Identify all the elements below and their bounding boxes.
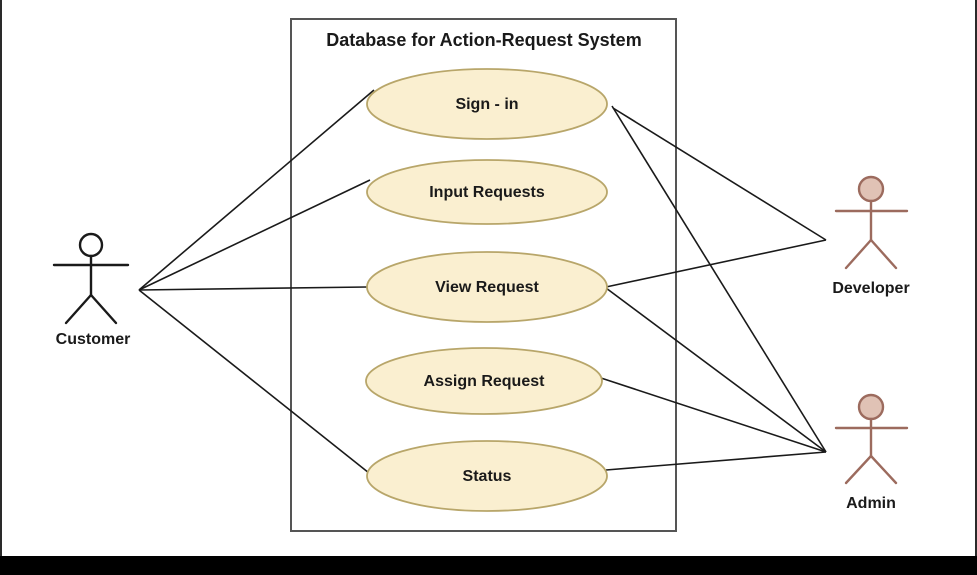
page-bottom-bar [0,556,977,575]
actor-stick-figure-icon [834,393,909,485]
system-boundary-title: Database for Action-Request System [326,30,641,50]
assoc-view-admin [605,287,827,453]
association-lines [138,89,827,474]
actor-developer[interactable]: Developer [832,175,910,297]
use-case-ellipse[interactable] [366,440,608,512]
use-case-label: View Request [435,279,539,296]
assoc-status-admin [605,451,827,471]
actor-leg-left [844,238,873,270]
use-case-input-requests[interactable]: Input Requests [366,159,608,225]
assoc-customer-view [138,286,368,291]
actor-leg-left [64,293,93,325]
actor-head-icon [78,232,104,258]
use-case-label: Assign Request [424,373,546,390]
use-case-label: Status [463,468,512,485]
actor-label: Customer [56,331,131,348]
assoc-customer-signin [138,89,375,291]
page-border-right [975,0,977,575]
actor-leg-left [844,454,873,485]
actor-label: Developer [832,280,909,297]
use-case-assign-request[interactable]: Assign Request [365,347,603,415]
use-case-status[interactable]: Status [366,440,608,512]
actor-leg-right [869,454,898,485]
use-case-signin[interactable]: Sign - in [366,68,608,140]
use-case-ellipse[interactable] [365,347,603,415]
assoc-assign-admin [600,377,827,453]
actor-leg-right [869,238,898,270]
assoc-customer-input [138,179,371,291]
use-case-ellipse[interactable] [366,159,608,225]
use-case-label: Input Requests [429,184,545,201]
actor-label: Admin [846,495,896,512]
actor-leg-right [89,293,118,325]
actor-stick-figure-icon [52,232,130,325]
use-case-ellipse[interactable] [366,251,608,323]
use-case-ellipse[interactable] [366,68,608,140]
assoc-signin-admin [611,105,827,453]
use-case-label: Sign - in [455,96,518,113]
use-case-view-request[interactable]: View Request [366,251,608,323]
assoc-customer-status [138,289,370,474]
actor-head-icon [857,175,885,203]
page-border-left [0,0,2,575]
assoc-view-developer [605,239,827,288]
assoc-signin-developer [612,107,827,241]
actor-head-icon [857,393,885,421]
actor-customer[interactable]: Customer [52,232,131,348]
actor-admin[interactable]: Admin [834,393,909,512]
actor-stick-figure-icon [834,175,909,270]
